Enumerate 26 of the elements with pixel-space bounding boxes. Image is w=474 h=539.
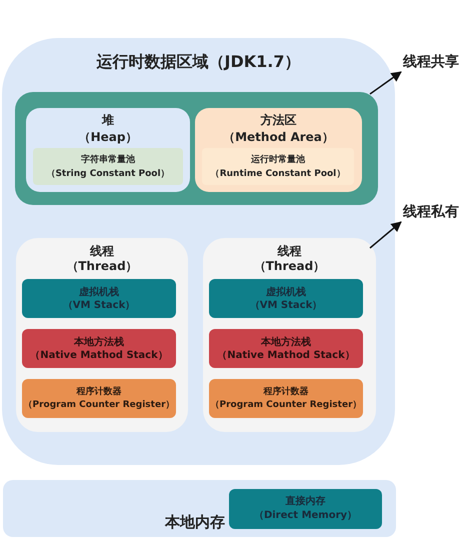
node-title: 本地内存 — [165, 512, 225, 532]
pc-register-box: 程序计数器（Program Counter Register） — [209, 379, 363, 418]
native-stack-box: 本地方法栈（Native Mathod Stack） — [22, 329, 176, 368]
pc-register-box: 程序计数器（Program Counter Register） — [22, 379, 176, 418]
vm-stack-box: 虚拟机栈（VM Stack） — [209, 279, 363, 318]
node-title: 运行时数据区域（JDK1.7） — [96, 51, 302, 73]
native-memory-band — [3, 480, 396, 537]
arrow — [370, 71, 402, 95]
method-area-box — [195, 108, 362, 192]
node-title: 方法区（Method Area） — [222, 112, 335, 146]
thread-box — [203, 238, 376, 432]
node-title: 线程（Thread） — [65, 244, 139, 274]
heap-box — [26, 108, 190, 192]
node-title: 堆（Heap） — [78, 112, 138, 146]
node-title: 线程（Thread） — [252, 244, 326, 274]
runtime-pool-box: 运行时常量池（Runtime Constant Pool） — [202, 148, 354, 185]
arrow — [370, 221, 402, 249]
vm-stack-box: 虚拟机栈（VM Stack） — [22, 279, 176, 318]
direct-memory-box: 直接内存（Direct Memory） — [229, 489, 382, 529]
native-stack-box: 本地方法栈（Native Mathod Stack） — [209, 329, 363, 368]
thread-box — [16, 238, 188, 432]
runtime-data-area — [2, 38, 395, 465]
shared-area-band — [15, 92, 378, 205]
thread-shared-label: 线程共享 — [403, 50, 469, 74]
thread-private-label: 线程私有 — [403, 200, 469, 224]
string-pool-box: 字符串常量池（String Constant Pool） — [33, 148, 183, 185]
